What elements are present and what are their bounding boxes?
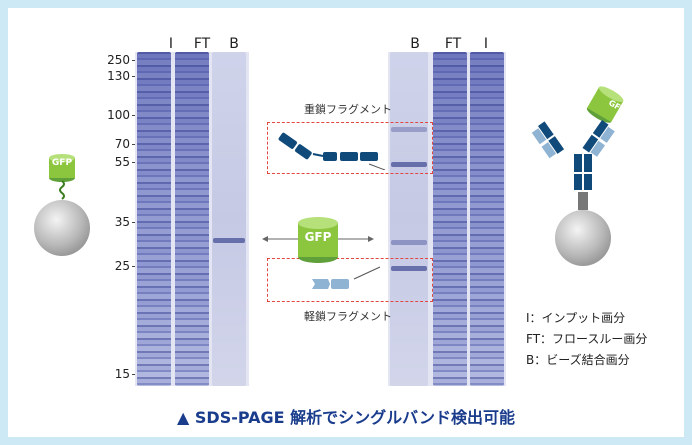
gel-lane-beads-left xyxy=(212,52,246,386)
mw-marker-130: 130 xyxy=(107,69,130,83)
legend-flowthrough: FT：フロースルー画分 xyxy=(526,332,648,346)
mw-tick xyxy=(132,222,137,223)
light-chain-label: 軽鎖フラグメント xyxy=(304,310,392,323)
mw-tick xyxy=(132,60,137,61)
light-chain-box xyxy=(267,258,433,302)
bead-gfp-icon xyxy=(34,154,90,256)
gfp-band xyxy=(213,238,245,243)
lane-label-right-1: B xyxy=(410,36,420,52)
gel-lane-flowthrough-right xyxy=(433,52,467,386)
figure-caption: ▲ SDS-PAGE 解析でシングルバンド検出可能 xyxy=(177,408,515,427)
bead-gfp-label: GFP xyxy=(51,158,73,168)
mw-tick xyxy=(132,115,137,116)
mw-marker-15: 15 xyxy=(114,367,130,381)
light-chain-band xyxy=(391,266,427,271)
mw-marker-250: 250 xyxy=(107,53,130,67)
legend-beads: B：ビーズ結合画分 xyxy=(526,353,630,367)
mw-marker-55: 55 xyxy=(114,155,130,169)
gel-lane-beads-right xyxy=(390,52,428,386)
light-chain-fragment-icon xyxy=(312,266,381,289)
gel-lane-flowthrough-left xyxy=(175,52,209,386)
heavy-chain-band xyxy=(391,162,427,167)
mw-tick xyxy=(132,162,137,163)
figure-panel: I FT B B FT I 250 130 100 70 55 35 25 15… xyxy=(8,8,684,437)
mw-tick xyxy=(132,266,137,267)
mw-tick xyxy=(132,374,137,375)
lane-label-left-1: I xyxy=(168,36,174,52)
lane-label-left-3: B xyxy=(229,36,239,52)
mw-tick xyxy=(132,76,137,77)
mw-marker-25: 25 xyxy=(114,259,130,273)
heavy-chain-label: 重鎖フラグメント xyxy=(304,103,392,116)
heavy-chain-fragment-icon xyxy=(278,132,386,170)
mw-tick xyxy=(132,144,137,145)
mw-marker-35: 35 xyxy=(114,215,130,229)
mw-marker-100: 100 xyxy=(107,108,130,122)
lane-label-right-2: FT xyxy=(444,36,462,52)
gfp-center-icon xyxy=(262,217,374,263)
legend-input: I：インプット画分 xyxy=(526,311,626,325)
gfp-band-right xyxy=(391,240,427,245)
gel-lane-input-right xyxy=(470,52,504,386)
mw-marker-70: 70 xyxy=(114,137,130,151)
heavy-chain-box xyxy=(267,122,433,174)
lane-label-left-2: FT xyxy=(193,36,211,52)
legend: I：インプット画分 FT：フロースルー画分 B：ビーズ結合画分 xyxy=(526,308,647,371)
bead-antibody-icon xyxy=(531,86,624,266)
gel-lane-input-left xyxy=(137,52,171,386)
gfp-center-label: GFP xyxy=(304,230,332,244)
faint-band xyxy=(391,127,427,132)
lane-label-right-3: I xyxy=(483,36,489,52)
